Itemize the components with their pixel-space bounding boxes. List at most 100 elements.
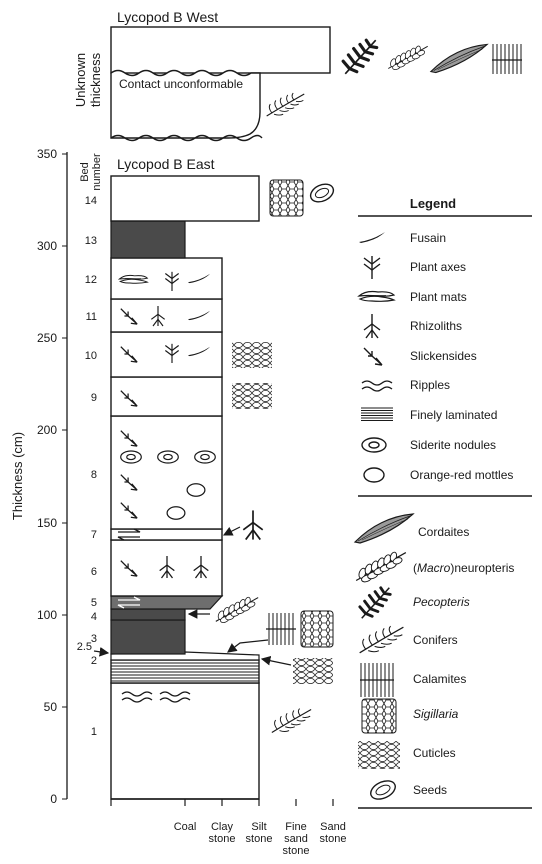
svg-text:stone: stone bbox=[283, 845, 310, 857]
bed-number-1: 1 bbox=[91, 726, 97, 738]
neuropteris-icon bbox=[215, 595, 259, 624]
sigillaria-icon bbox=[300, 610, 334, 648]
svg-text:stone: stone bbox=[209, 833, 236, 845]
legend-plant-mats: Plant mats bbox=[410, 290, 467, 304]
bed-number-10: 10 bbox=[85, 350, 97, 362]
west-fossils bbox=[266, 38, 522, 117]
tick-label-250: 250 bbox=[37, 331, 57, 345]
legend-conifers: Conifers bbox=[413, 633, 458, 647]
west-title: Lycopod B West bbox=[117, 9, 218, 25]
bed-number-12: 12 bbox=[85, 274, 97, 286]
conifer-icon bbox=[359, 625, 405, 654]
west-upper-unit bbox=[110, 26, 331, 74]
legend-cuticles: Cuticles bbox=[413, 746, 456, 760]
conifer-icon bbox=[271, 707, 312, 734]
tick-label-100: 100 bbox=[37, 608, 57, 622]
pecopteris-icon bbox=[341, 38, 379, 76]
legend-slickensides: Slickensides bbox=[410, 349, 477, 363]
bed-7-slickenside-icon bbox=[117, 528, 141, 541]
pecopteris-icon bbox=[358, 586, 392, 620]
bed-number-14: 14 bbox=[85, 195, 97, 207]
grain-size-labels: Coal Clay stone Silt stone Fine sand sto… bbox=[174, 821, 347, 857]
svg-text:Unknown: Unknown bbox=[73, 53, 88, 107]
bed-number-8: 8 bbox=[91, 469, 97, 481]
bed-number-6: 6 bbox=[91, 566, 97, 578]
bed-number-13: 13 bbox=[85, 235, 97, 247]
bed-number-4: 4 bbox=[91, 611, 97, 623]
bed-4 bbox=[110, 608, 186, 621]
tick-label-200: 200 bbox=[37, 423, 57, 437]
sigillaria-icon bbox=[269, 179, 304, 217]
legend: Legend Fusain Plant axes Plant mats Rhiz… bbox=[354, 196, 532, 809]
bed-2-5-arrow bbox=[93, 647, 110, 657]
conifer-icon bbox=[266, 92, 305, 117]
plant-mats-icon bbox=[358, 290, 395, 302]
calamites-icon bbox=[492, 44, 522, 74]
bed-number-5: 5 bbox=[91, 597, 97, 609]
svg-text:Sand: Sand bbox=[320, 821, 346, 833]
lamination-icon bbox=[360, 407, 394, 421]
tick-label-300: 300 bbox=[37, 239, 57, 253]
bed-number-2: 2 bbox=[91, 655, 97, 667]
bed-number-header: Bed number bbox=[79, 153, 103, 191]
svg-text:thickness: thickness bbox=[88, 52, 103, 107]
svg-text:sand: sand bbox=[284, 833, 308, 845]
legend-seeds: Seeds bbox=[413, 783, 447, 797]
bed-7 bbox=[110, 528, 223, 541]
legend-siderite-nodules: Siderite nodules bbox=[410, 438, 496, 452]
svg-text:Silt: Silt bbox=[251, 821, 266, 833]
legend-calamites: Calamites bbox=[413, 672, 466, 686]
ripples-icon bbox=[361, 380, 393, 392]
bed-14 bbox=[110, 175, 260, 222]
grain-claystone: Clay stone bbox=[209, 821, 236, 845]
legend-plant-axes: Plant axes bbox=[410, 260, 466, 274]
cuticles-icon bbox=[293, 658, 333, 684]
grain-size-ticks bbox=[110, 799, 334, 806]
svg-text:stone: stone bbox=[246, 833, 273, 845]
tick-label-150: 150 bbox=[37, 516, 57, 530]
rhizolith-icon bbox=[363, 313, 381, 339]
grain-sandstone: Sand stone bbox=[320, 821, 347, 845]
west-base-unconformity bbox=[110, 134, 263, 142]
sigillaria-icon bbox=[361, 698, 397, 734]
thickness-axis-label: Thickness (cm) bbox=[10, 432, 25, 520]
slickenside-icon bbox=[363, 347, 383, 366]
svg-text:stone: stone bbox=[320, 833, 347, 845]
west-unknown-thickness-label: Unknown thickness bbox=[73, 52, 103, 107]
legend-orange-red-mottles: Orange-red mottles bbox=[410, 468, 513, 482]
east-title: Lycopod B East bbox=[117, 156, 215, 172]
neuropteris-icon bbox=[355, 550, 407, 584]
bed-symbols bbox=[117, 271, 216, 703]
bed-3 bbox=[110, 619, 186, 655]
legend-neuropteris: (Macro)neuropteris bbox=[413, 561, 514, 575]
cuticles-icon bbox=[358, 741, 400, 769]
rhizolith-icon bbox=[242, 509, 264, 541]
contact-note: Contact unconformable bbox=[119, 77, 243, 91]
bed-5 bbox=[110, 595, 224, 610]
bed-number-9: 9 bbox=[91, 392, 97, 404]
neuropteris-icon bbox=[387, 44, 429, 72]
svg-text:Clay: Clay bbox=[211, 821, 234, 833]
tick-label-50: 50 bbox=[44, 700, 58, 714]
west-lower-unit bbox=[110, 69, 261, 139]
bed-number-3: 3 bbox=[91, 633, 97, 645]
seed-icon bbox=[370, 780, 396, 800]
bed-8 bbox=[110, 415, 223, 530]
svg-text:Bed: Bed bbox=[79, 162, 91, 182]
grain-coal: Coal bbox=[174, 821, 197, 833]
plant-axes-icon bbox=[363, 255, 381, 280]
bed-number-7: 7 bbox=[91, 529, 97, 541]
bed-9 bbox=[110, 376, 223, 417]
tick-label-350: 350 bbox=[37, 147, 57, 161]
cordaites-icon bbox=[430, 43, 488, 74]
bed-number-11: 11 bbox=[86, 311, 97, 323]
thickness-axis-ticks: 0 50 100 150 200 250 300 350 bbox=[37, 147, 67, 806]
legend-fusain: Fusain bbox=[410, 231, 446, 245]
legend-sigillaria: Sigillaria bbox=[413, 707, 459, 721]
legend-rhizoliths: Rhizoliths bbox=[410, 319, 462, 333]
bed-5-slickenside-icon bbox=[117, 596, 141, 609]
east-fossils bbox=[215, 179, 335, 734]
legend-finely-laminated: Finely laminated bbox=[410, 408, 497, 422]
east-beds bbox=[110, 175, 260, 800]
